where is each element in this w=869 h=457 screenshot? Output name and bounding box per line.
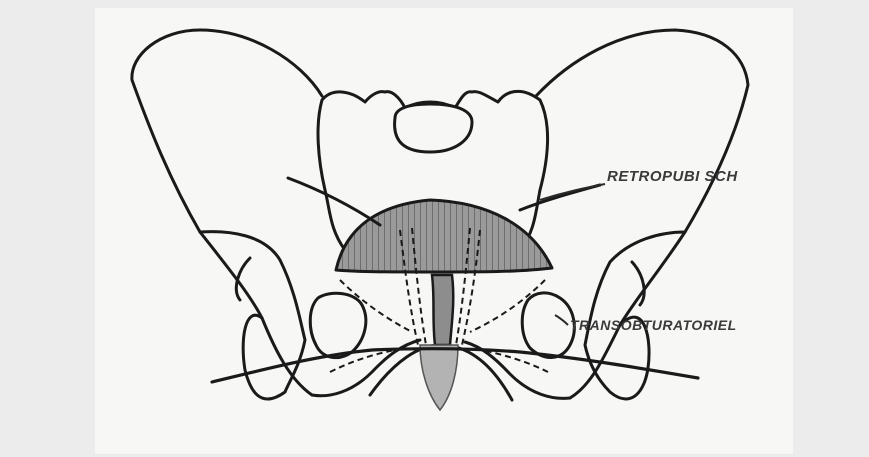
left-iliac-bone xyxy=(132,30,322,395)
retropubic-leader xyxy=(540,184,605,200)
vaginal-canal xyxy=(420,345,458,410)
urethra xyxy=(432,275,453,345)
retropubic-tape-right xyxy=(520,185,600,210)
retropubic-label: RETROPUBI SCH xyxy=(607,168,738,185)
left-obturator-foramen xyxy=(310,293,366,357)
transobturator-leader xyxy=(555,315,568,325)
vertebral-body xyxy=(395,104,472,152)
right-obturator-foramen xyxy=(522,293,574,358)
transobturator-path-left xyxy=(340,280,412,332)
transobturator-path-right xyxy=(470,280,545,332)
transobturator-label: TRANSOBTURATORIEL xyxy=(570,317,737,333)
retropubic-tape-left xyxy=(288,178,380,225)
right-iliac-bone xyxy=(536,30,748,398)
